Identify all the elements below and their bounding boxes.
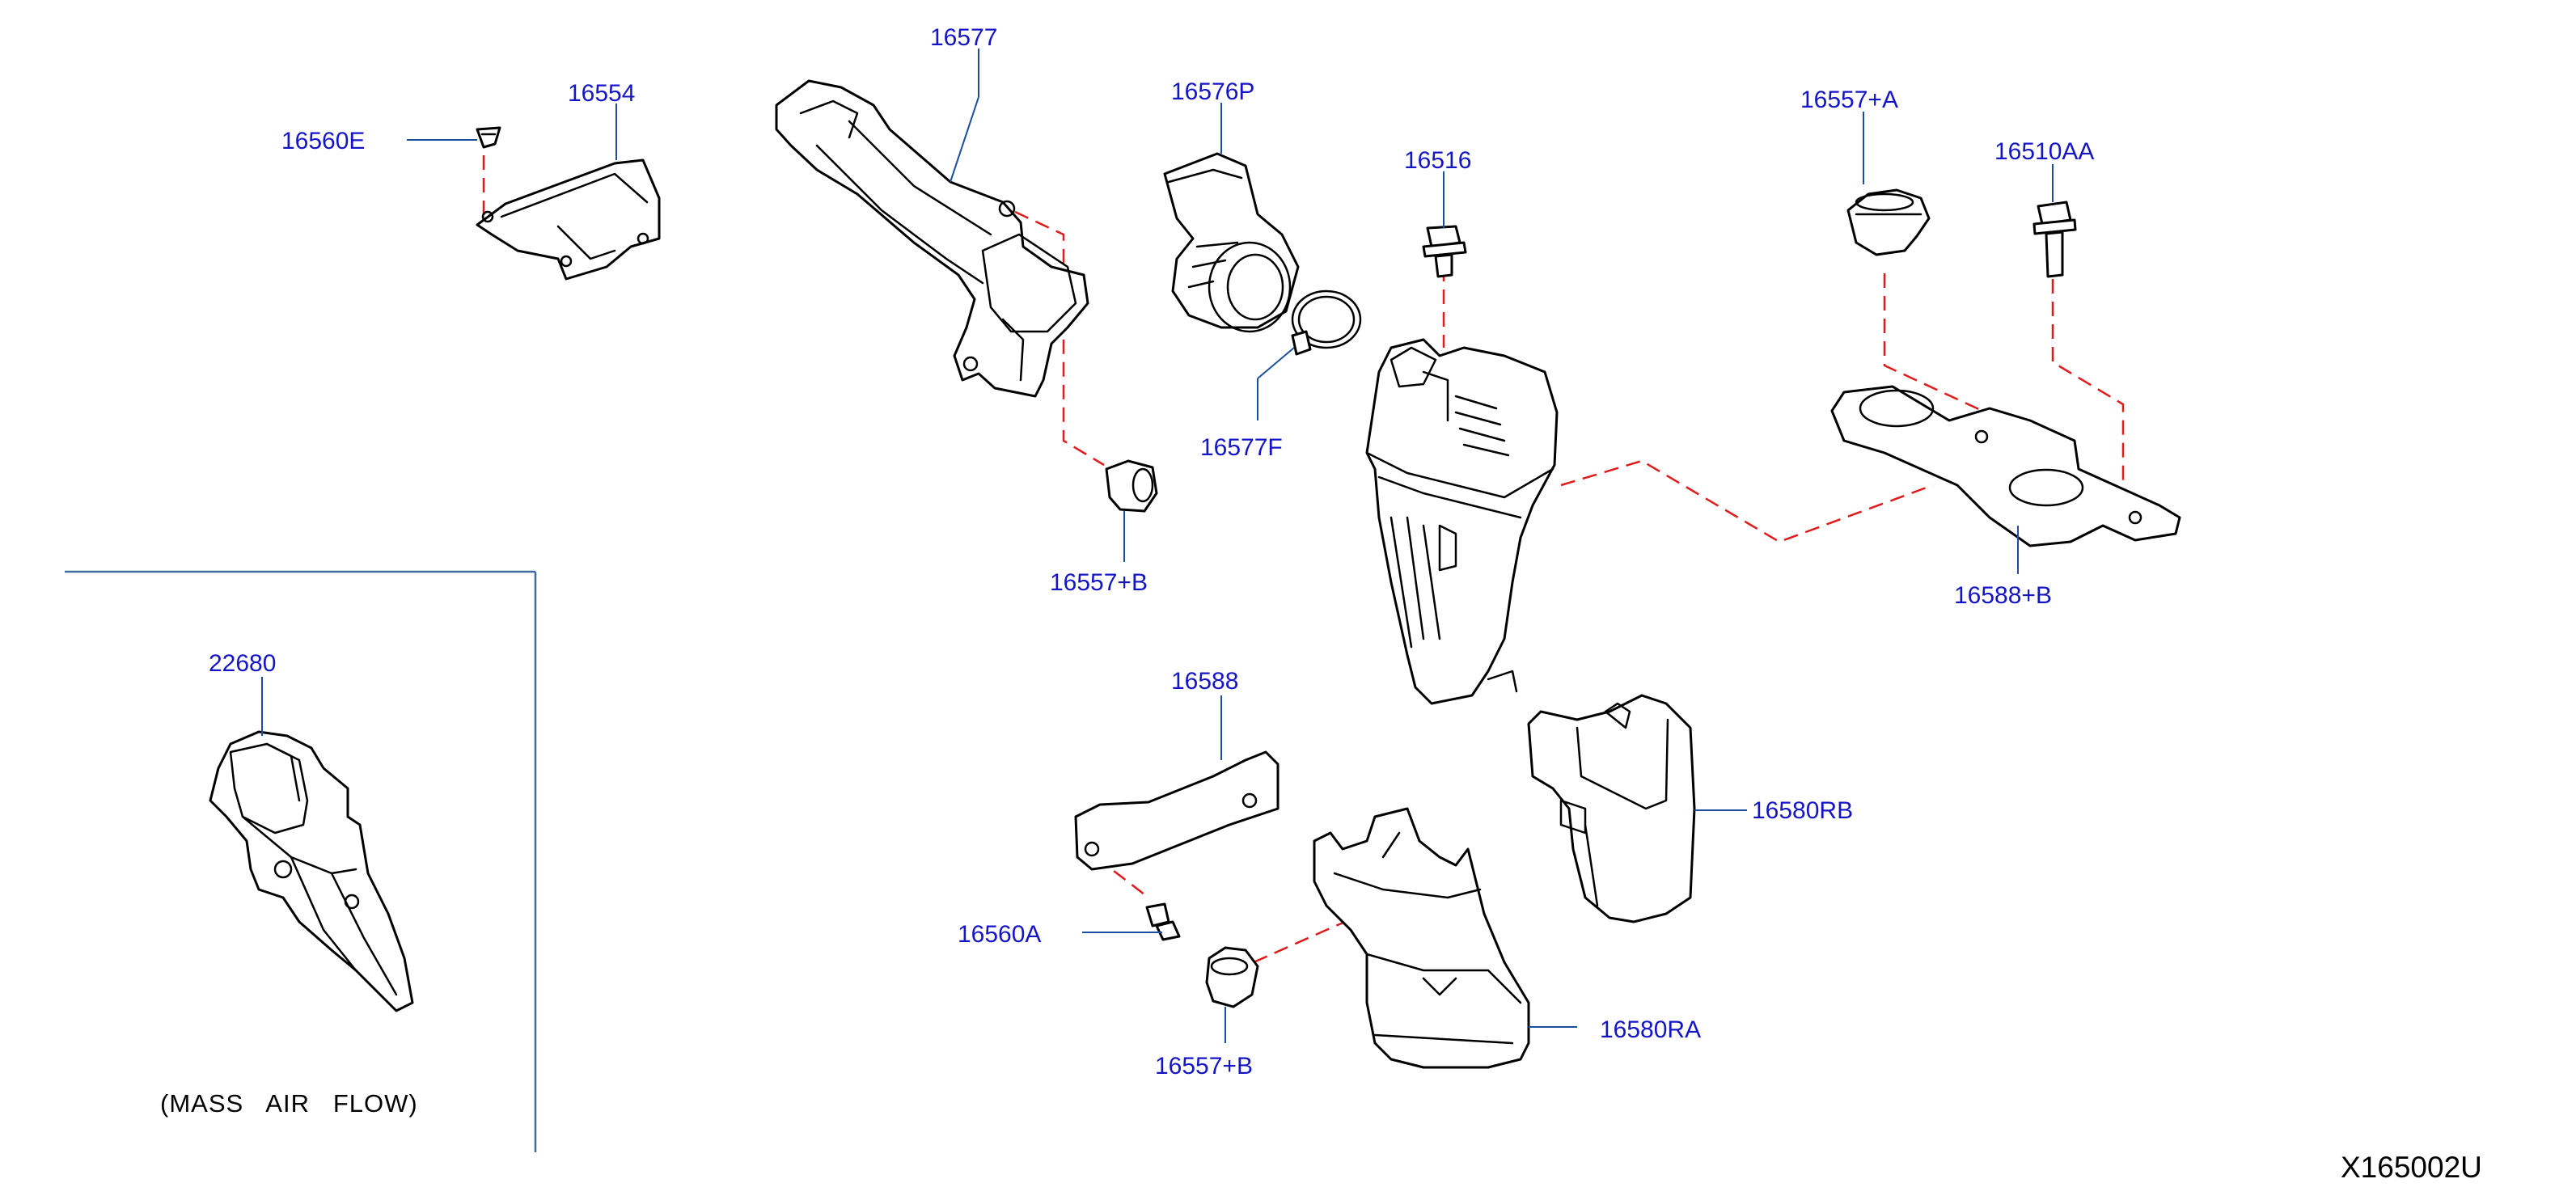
bracket-16588B-drawing (1830, 385, 2181, 547)
bolt-16510AA-drawing (2032, 201, 2077, 278)
label-16576P[interactable]: 16576P (1171, 78, 1254, 105)
air-duct-16577-drawing (775, 79, 1089, 398)
duct-cover-16554-drawing (476, 158, 661, 281)
label-16588B[interactable]: 16588+B (1954, 582, 2052, 609)
label-16554[interactable]: 16554 (568, 80, 635, 107)
leader-lines (261, 49, 2054, 1043)
bolt-16516-drawing (1422, 225, 1467, 278)
label-16588[interactable]: 16588 (1171, 668, 1238, 695)
maf-sensor-22680-drawing (209, 730, 414, 1012)
label-16580RB[interactable]: 16580RB (1752, 797, 1853, 824)
label-16560A[interactable]: 16560A (958, 921, 1041, 948)
bolt-16560A-drawing (1145, 902, 1181, 941)
label-16557A[interactable]: 16557+A (1800, 87, 1898, 113)
part-labels: 16577 16554 16560E 16576P 16516 16557+A … (209, 24, 2094, 1080)
inset-frame (65, 570, 537, 1152)
air-cleaner-box-drawing (1365, 338, 1559, 705)
resonator-16580RB-drawing (1527, 694, 1696, 923)
clip-16560E-drawing (476, 126, 501, 149)
grommet-16557A-drawing (1846, 188, 1931, 256)
label-16560E[interactable]: 16560E (281, 128, 365, 154)
label-16516[interactable]: 16516 (1404, 147, 1471, 174)
grommet-16557B-top-drawing (1105, 459, 1158, 513)
inset-caption: (MASS AIR FLOW) (160, 1089, 418, 1118)
grommet-16557B-bottom-drawing (1205, 946, 1259, 1008)
label-16577F[interactable]: 16577F (1200, 434, 1283, 461)
label-22680[interactable]: 22680 (209, 650, 276, 677)
resonator-16580RA-drawing (1313, 807, 1530, 1069)
intake-hose-16576P-drawing (1163, 152, 1300, 333)
assembly-lines (482, 155, 2125, 964)
label-16577[interactable]: 16577 (930, 24, 997, 51)
label-16510AA[interactable]: 16510AA (1994, 138, 2094, 165)
diagram-id: X165002U (2341, 1151, 2482, 1184)
label-16580RA[interactable]: 16580RA (1600, 1016, 1701, 1043)
label-16557B-top[interactable]: 16557+B (1050, 569, 1148, 596)
label-16557B-bottom[interactable]: 16557+B (1155, 1053, 1253, 1080)
hose-clamp-16577F-drawing (1291, 289, 1362, 356)
bracket-16588-drawing (1074, 750, 1280, 871)
